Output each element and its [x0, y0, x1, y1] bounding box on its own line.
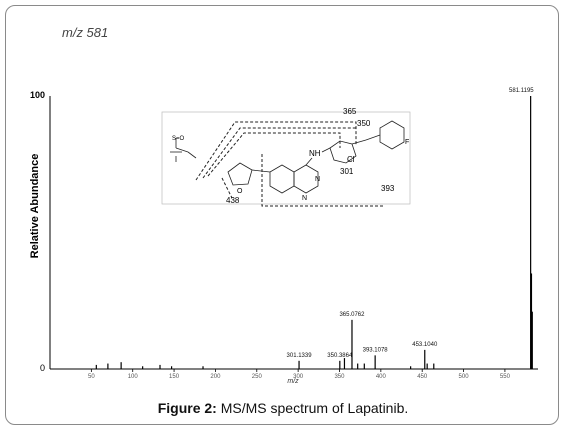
- x-tick-label: 300: [293, 374, 304, 380]
- figure-frame: [5, 5, 559, 425]
- fragment-label-350: 350: [357, 119, 371, 128]
- peak-label: 393.1078: [363, 347, 389, 353]
- x-tick-label: 50: [88, 374, 95, 380]
- ether-bond: [351, 139, 367, 145]
- x-tick-label: 400: [376, 374, 387, 380]
- nh-label: NH: [309, 149, 321, 158]
- x-tick-label: 150: [169, 374, 180, 380]
- arrow-393: [261, 154, 385, 207]
- chlorine-label: Cl: [347, 155, 355, 164]
- x-tick-label: 450: [417, 374, 428, 380]
- x-tick-label: 350: [334, 374, 345, 380]
- fluorobenzyl-ring: [379, 120, 405, 150]
- fragmentation-arrows: [195, 121, 385, 207]
- nh-bond: [305, 157, 313, 166]
- x-tick-label: 250: [252, 374, 263, 380]
- x-tick-label: 100: [128, 374, 139, 380]
- fluorine-label: F: [405, 139, 409, 146]
- y-tick-label-zero: 0: [40, 363, 45, 373]
- nh-aryl-bond: [321, 147, 331, 153]
- peak-label: 350.3864: [327, 353, 353, 359]
- furan-ring: [227, 162, 253, 186]
- x-tick-label: 550: [500, 374, 511, 380]
- peak-label: 301.1339: [287, 353, 313, 359]
- caption-prefix: Figure 2:: [157, 400, 217, 416]
- fragment-label-438: 438: [226, 196, 240, 205]
- lapatinib-structure: S=O O N N NH Cl F 365 350 301 393: [161, 107, 411, 207]
- x-axis-title: m/z: [287, 378, 299, 385]
- fragment-label-393: 393: [381, 184, 395, 193]
- structure-box: [161, 111, 411, 205]
- peak-label: 453.1040: [412, 342, 438, 348]
- arrow-365: [195, 121, 357, 181]
- x-tick-label: 500: [459, 374, 470, 380]
- peaks-series: [95, 96, 533, 369]
- ms-spectrum-chart: m/z 581 100 0 Relative Abundance m/z 50 1…: [29, 25, 538, 385]
- y-axis-title: Relative Abundance: [29, 154, 41, 259]
- peak-label: 365.0762: [339, 312, 365, 318]
- figure-caption: Figure 2: MS/MS spectrum of Lapatinib.: [0, 400, 566, 416]
- fragment-label-301: 301: [340, 167, 354, 176]
- x-ticks: 50 100 150 200 250 300 350 400 450 500 550: [88, 369, 511, 380]
- furan-oxygen: O: [237, 188, 243, 195]
- quinazoline-n3: N: [302, 195, 307, 202]
- x-tick-label: 200: [210, 374, 221, 380]
- sulfur-oxygen-label: S=O: [172, 136, 185, 142]
- scan-header: m/z 581: [62, 25, 108, 40]
- y-tick-label-top: 100: [30, 90, 45, 100]
- arrow-438: [221, 177, 233, 199]
- arrow-350: [202, 127, 356, 179]
- quinazoline-n1: N: [315, 176, 320, 183]
- fragment-label-365: 365: [343, 107, 357, 116]
- peak-labels: 301.1339 350.3864 365.0762 393.1078 453.1040…: [287, 88, 535, 359]
- peak-label: 581.1195: [509, 88, 534, 94]
- furan-quinazoline-bond: [251, 169, 271, 173]
- benzyl-bond: [365, 134, 381, 141]
- caption-text: MS/MS spectrum of Lapatinib.: [216, 400, 409, 416]
- methylsulfonyl-group: [170, 138, 197, 162]
